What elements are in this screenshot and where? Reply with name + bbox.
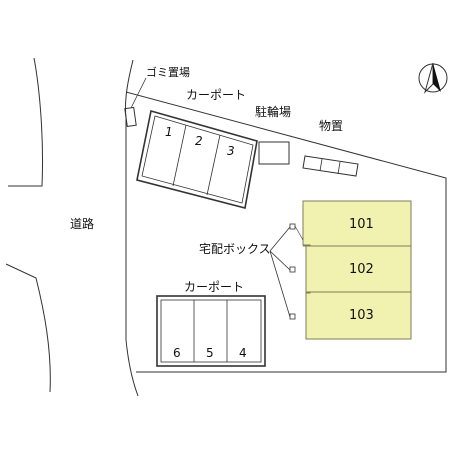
road-right-edge — [125, 59, 139, 397]
carport-top: カーポート 1 2 3 — [136, 88, 258, 209]
road-left-edge-lower — [5, 263, 51, 393]
carport-bottom-slot: 5 — [206, 346, 214, 360]
delivery-box-label: 宅配ボックス — [199, 241, 271, 256]
garbage-label: ゴミ置場 — [146, 65, 190, 79]
carport-top-slot: 1 — [165, 125, 173, 139]
bike-parking-label: 駐輪場 — [255, 104, 291, 119]
garbage-area: ゴミ置場 — [124, 65, 190, 128]
carport-bottom: カーポート 6 5 4 — [156, 280, 266, 367]
unit-103: 103 — [349, 308, 374, 323]
north-arrow-icon — [418, 62, 448, 94]
carport-bottom-slot: 4 — [239, 346, 247, 360]
delivery-box — [289, 266, 296, 273]
carport-top-slot: 2 — [195, 134, 203, 148]
delivery-box — [289, 313, 296, 320]
unit-101: 101 — [349, 217, 374, 232]
road-left-edge — [8, 57, 44, 187]
unit-102: 102 — [349, 262, 374, 277]
carport-top-slot: 3 — [227, 144, 235, 158]
carport-bottom-slot: 6 — [173, 346, 181, 360]
carport-top-label: カーポート — [186, 88, 246, 102]
delivery-box — [289, 223, 296, 230]
carport-bottom-label: カーポート — [184, 280, 244, 294]
storage-label: 物置 — [319, 119, 343, 133]
site-boundary — [125, 91, 447, 373]
road-label: 道路 — [70, 216, 94, 231]
delivery-boxes: 宅配ボックス — [199, 223, 304, 320]
storage: 物置 — [302, 119, 359, 177]
bike-parking: 駐輪場 — [255, 104, 291, 165]
apartment-units: 101 102 103 — [302, 200, 412, 340]
